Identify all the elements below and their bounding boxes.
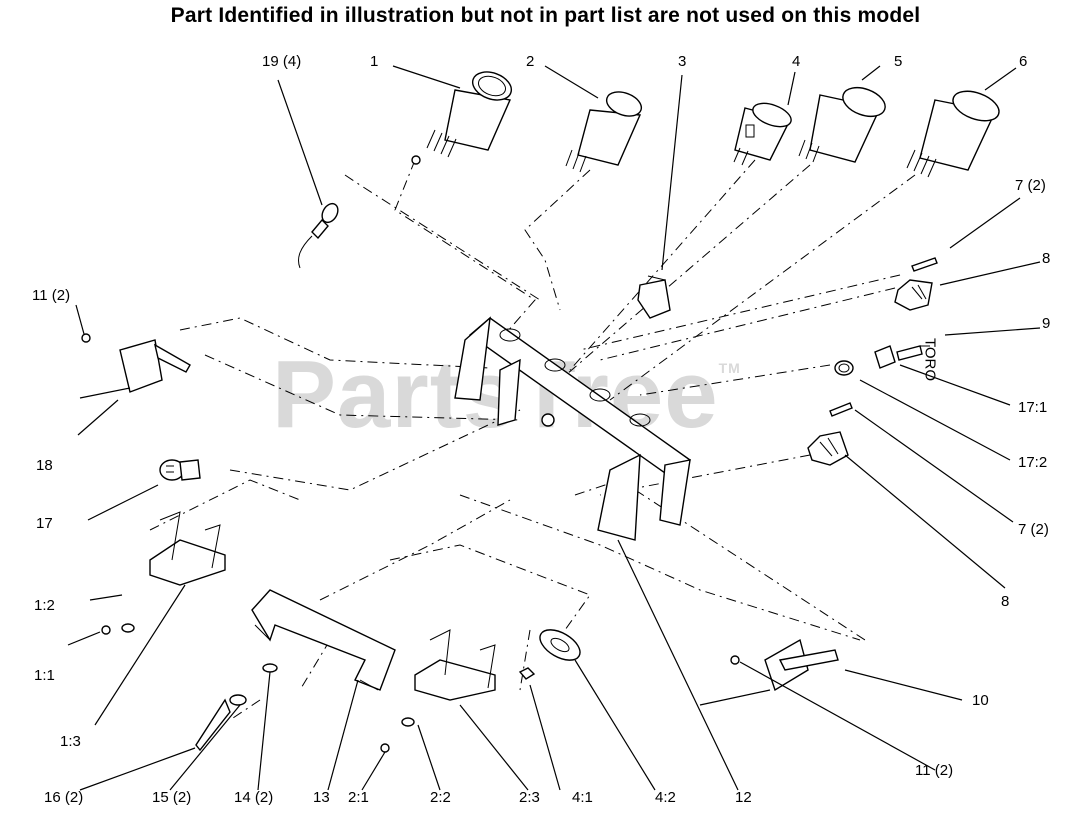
knob-8-lower — [807, 431, 849, 466]
label-7-upper: 7 (2) — [1015, 177, 1046, 194]
label-5: 5 — [894, 53, 902, 70]
label-17: 17 — [36, 515, 53, 532]
label-9: 9 — [1042, 315, 1050, 332]
watermark-tm: TM — [718, 360, 741, 376]
gauge-5 — [798, 86, 886, 163]
stud-7-upper — [911, 257, 938, 272]
label-18: 18 — [36, 457, 53, 474]
bracket-1-3 — [101, 511, 226, 635]
stud-7-lower — [829, 402, 853, 417]
label-13: 13 — [313, 789, 330, 806]
label-11-right: 11 (2) — [915, 762, 953, 779]
label-15: 15 (2) — [152, 789, 191, 806]
bracket-18 — [79, 333, 191, 399]
assembly-lines — [149, 159, 916, 721]
label-2: 2 — [526, 53, 534, 70]
label-1-3: 1:3 — [60, 733, 81, 750]
label-1-2: 1:2 — [34, 597, 55, 614]
label-4-1: 4:1 — [572, 789, 593, 806]
label-6: 6 — [1019, 53, 1027, 70]
bracket-2-3 — [380, 629, 496, 753]
label-11-left: 11 (2) — [32, 287, 70, 304]
label-4-2: 4:2 — [655, 789, 676, 806]
label-7-lower: 7 (2) — [1018, 521, 1049, 538]
knob-8-upper — [894, 279, 933, 311]
label-1: 1 — [370, 53, 378, 70]
label-8-upper: 8 — [1042, 250, 1050, 267]
key-switch-9: TORO — [834, 338, 939, 381]
gauge-2 — [565, 91, 643, 173]
label-17-2: 17:2 — [1018, 454, 1047, 471]
label-4: 4 — [792, 53, 800, 70]
label-3: 3 — [678, 53, 686, 70]
cover-13 — [251, 589, 396, 691]
lamp-19 — [298, 202, 339, 269]
callout-labels: 19 (4) 1 2 3 4 5 6 7 (2) 8 9 17:1 17:2 7… — [32, 53, 1050, 806]
label-14: 14 (2) — [234, 789, 273, 806]
gauge-mount-4-2 — [518, 629, 581, 680]
label-16: 16 (2) — [44, 789, 83, 806]
label-19: 19 (4) — [262, 53, 301, 70]
connector-17 — [159, 459, 201, 481]
label-17-1: 17:1 — [1018, 399, 1047, 416]
gauge-6 — [906, 90, 1000, 178]
label-2-2: 2:2 — [430, 789, 451, 806]
label-2-3: 2:3 — [519, 789, 540, 806]
lever-10 — [699, 638, 839, 706]
label-2-1: 2:1 — [348, 789, 369, 806]
part-3 — [637, 275, 671, 319]
main-panel-12 — [454, 316, 692, 541]
label-1-1: 1:1 — [34, 667, 55, 684]
label-8-lower: 8 — [1001, 593, 1009, 610]
fastener-stack — [195, 663, 278, 752]
diagram-notice: Part Identified in illustration but not … — [170, 4, 921, 27]
label-12: 12 — [735, 789, 752, 806]
gauge-1 — [411, 71, 513, 165]
label-10: 10 — [972, 692, 989, 709]
gauge-4 — [733, 102, 792, 166]
leader-lines — [67, 65, 1041, 791]
key-brand-letters: TORO — [922, 338, 939, 381]
